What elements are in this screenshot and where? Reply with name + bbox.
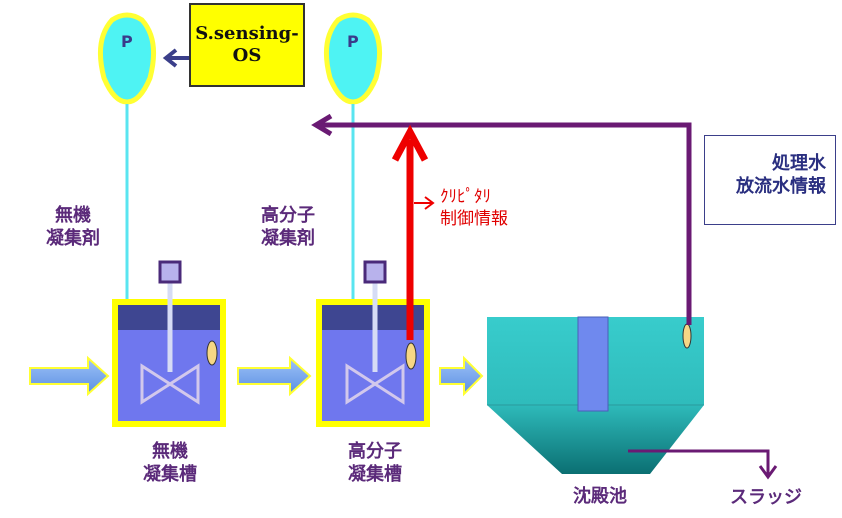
treated-water-info-box	[704, 135, 836, 225]
transfer-arrow-2	[439, 355, 484, 397]
inflow-arrow	[29, 355, 110, 397]
sedimentation-tank	[487, 316, 704, 474]
os-box-line2: OS	[232, 45, 262, 66]
s-sensing-os-box: S.sensing- OS	[189, 3, 305, 87]
polymer-tank-label: 高分子 凝集槽	[348, 441, 402, 486]
transfer-arrow-1	[237, 355, 312, 397]
polymer-feed-line	[342, 104, 364, 327]
polymer-coagulant-label: 高分子 凝集剤	[261, 205, 315, 250]
inorganic-tank-label: 無機 凝集槽	[143, 441, 197, 486]
pump-label-1: P	[121, 32, 133, 51]
inorganic-tank	[112, 260, 226, 427]
pump-label-2: P	[347, 32, 359, 51]
treated-water-info-label: 処理水 放流水情報	[736, 153, 826, 198]
os-box-line1: S.sensing-	[195, 22, 299, 44]
inorganic-feed-line	[116, 104, 138, 327]
feedback-line	[311, 113, 692, 325]
control-signal-arrow	[391, 124, 435, 340]
sludge-label: スラッジ	[730, 487, 802, 508]
sedimentation-label: 沈殿池	[573, 486, 627, 507]
inorganic-pump	[97, 12, 157, 105]
sludge-line	[628, 449, 778, 480]
control-info-label: ｸﾘﾋﾟﾀﾘ 制御情報	[440, 187, 508, 230]
polymer-pump	[323, 12, 383, 105]
os-to-pump-arrow	[162, 48, 189, 68]
inorganic-coagulant-label: 無機 凝集剤	[46, 205, 100, 250]
